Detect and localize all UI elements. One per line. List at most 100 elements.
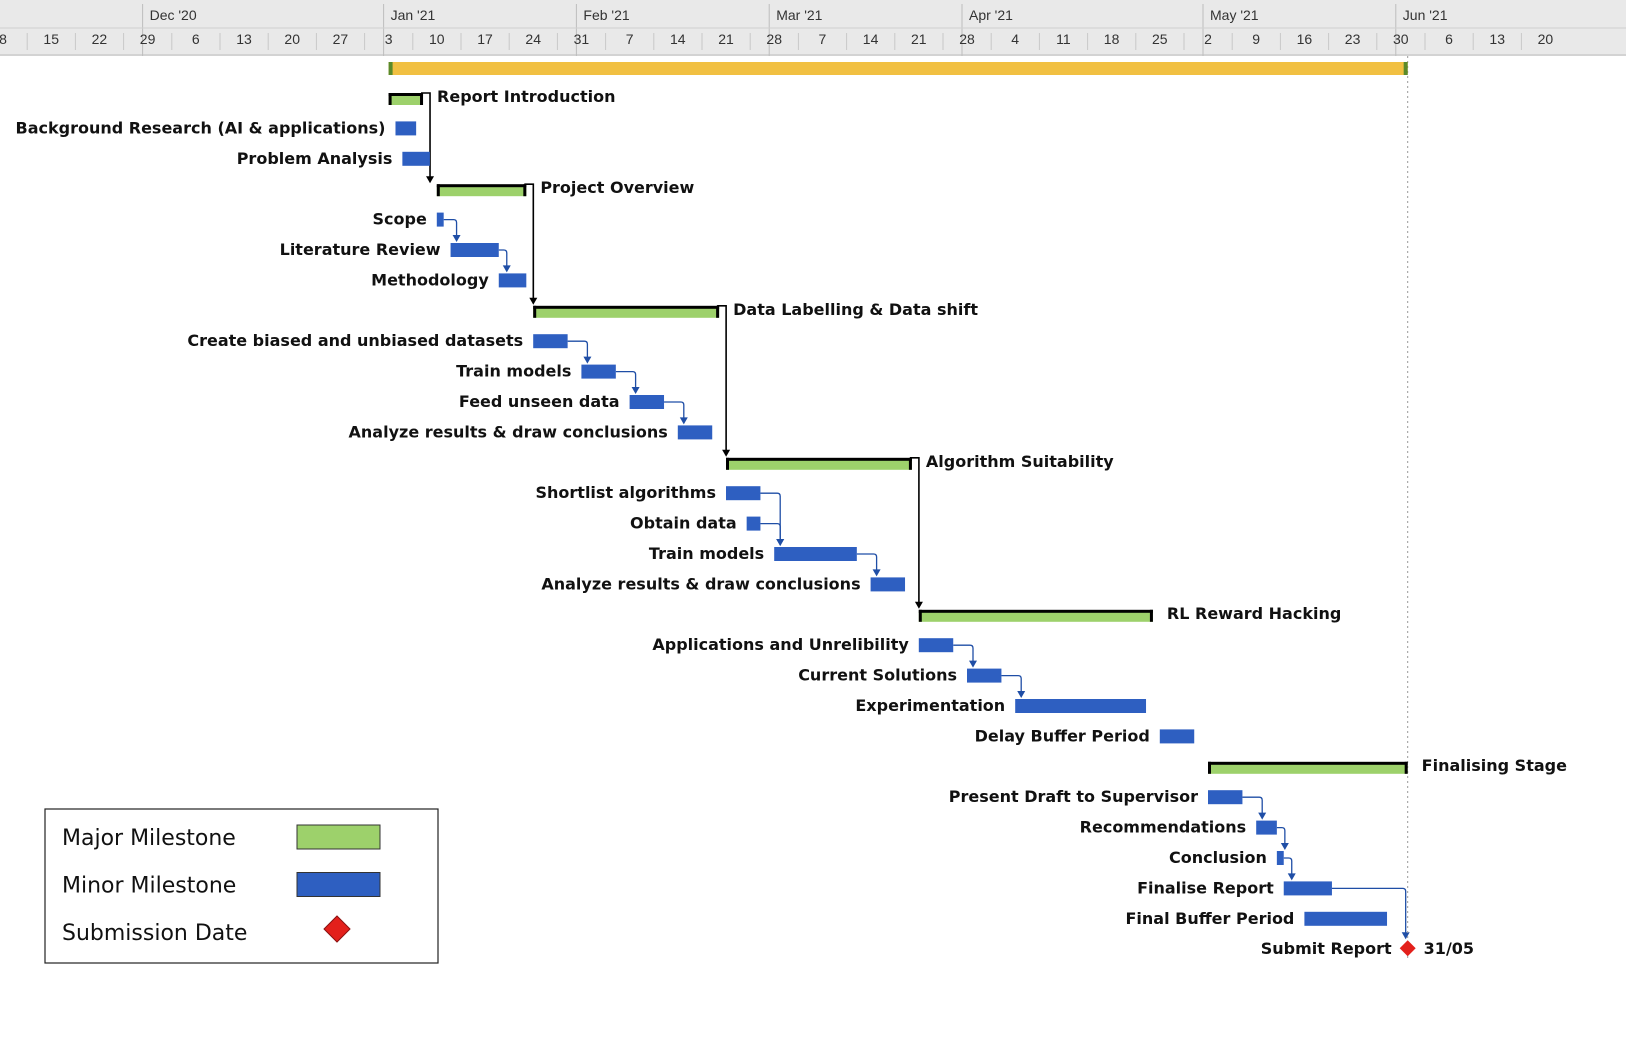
- summary-bracket-left: [918, 609, 922, 622]
- week-label: 16: [1297, 31, 1313, 47]
- project-summary-bar: [388, 62, 1408, 75]
- week-label: 13: [1489, 31, 1505, 47]
- dependency-link: [664, 401, 685, 419]
- dependency-arrowhead: [583, 356, 592, 364]
- summary-bracket-right: [523, 184, 527, 197]
- month-label: Dec '20: [150, 7, 197, 23]
- dependency-arrowhead: [452, 235, 461, 242]
- task-label: Literature Review: [280, 240, 441, 259]
- week-label: 24: [525, 31, 541, 47]
- dependency-link: [1283, 857, 1293, 875]
- month-label: May '21: [1210, 7, 1259, 23]
- legend-swatch-minor: [296, 872, 381, 897]
- week-label: 11: [1056, 31, 1071, 47]
- minor-milestone-bar: [918, 638, 954, 653]
- week-label: 15: [43, 31, 59, 47]
- week-label: 17: [477, 31, 493, 47]
- task-label: Conclusion: [1169, 848, 1267, 867]
- summary-bracket-right: [1404, 761, 1408, 774]
- dependency-arrowhead: [502, 265, 511, 273]
- minor-milestone-bar: [402, 151, 430, 166]
- major-milestone-bar: [1208, 763, 1408, 774]
- dependency-link: [421, 92, 431, 178]
- week-label: 30: [1393, 31, 1409, 47]
- dependency-arrowhead: [776, 539, 785, 546]
- task-label: Final Buffer Period: [1125, 909, 1294, 928]
- task-label: Delay Buffer Period: [975, 726, 1150, 745]
- milestone-diamond: [1399, 940, 1416, 957]
- task-label: Feed unseen data: [459, 392, 620, 411]
- minor-milestone-bar: [677, 425, 713, 440]
- week-label: 27: [333, 31, 349, 47]
- dependency-link: [1331, 887, 1407, 934]
- summary-bracket-top: [918, 609, 1153, 613]
- minor-milestone-bar: [498, 273, 527, 288]
- major-milestone-bar: [388, 95, 424, 105]
- minor-milestone-bar: [436, 212, 444, 227]
- week-label: 22: [92, 31, 108, 47]
- task-label: Finalise Report: [1137, 878, 1274, 897]
- minor-milestone-bar: [1283, 881, 1332, 896]
- summary-bracket-right: [908, 457, 912, 470]
- task-label: Scope: [372, 210, 426, 229]
- week-label: 20: [284, 31, 300, 47]
- week-label: 25: [1152, 31, 1168, 47]
- major-milestone-bar: [533, 307, 720, 318]
- dependency-arrowhead: [1287, 873, 1296, 881]
- major-milestone-bar: [726, 459, 912, 470]
- summary-bracket-top: [1208, 761, 1408, 765]
- week-label: 6: [1445, 31, 1453, 47]
- task-label: Train models: [649, 544, 764, 563]
- legend-swatch-major: [296, 824, 381, 850]
- task-label: Analyze results & draw conclusions: [349, 422, 668, 441]
- legend-label: Minor Milestone: [62, 874, 236, 899]
- project-summary-start-marker: [388, 62, 393, 75]
- dependency-link: [856, 553, 878, 571]
- legend-swatch-submission: [323, 915, 351, 943]
- summary-bracket-right: [1149, 609, 1153, 622]
- task-label: RL Reward Hacking: [1167, 604, 1341, 623]
- minor-milestone-bar: [774, 547, 857, 561]
- week-label: 4: [1011, 31, 1019, 47]
- dependency-link: [567, 340, 589, 358]
- month-label: Apr '21: [969, 7, 1013, 23]
- task-label: Experimentation: [855, 696, 1005, 715]
- task-label: Algorithm Suitability: [926, 452, 1114, 471]
- minor-milestone-bar: [533, 334, 568, 349]
- dependency-link: [717, 305, 727, 451]
- task-label: Report Introduction: [437, 87, 615, 106]
- task-label: Project Overview: [540, 178, 694, 197]
- dependency-arrowhead: [1401, 932, 1410, 940]
- summary-bracket-top: [533, 305, 720, 309]
- week-label: 6: [192, 31, 200, 47]
- week-label: 7: [819, 31, 827, 47]
- task-label: Recommendations: [1080, 818, 1247, 837]
- task-label: Methodology: [371, 270, 489, 289]
- task-label: Finalising Stage: [1422, 756, 1567, 775]
- summary-bracket-left: [388, 93, 392, 105]
- minor-milestone-bar: [1015, 699, 1147, 713]
- dependency-arrowhead: [529, 297, 538, 305]
- summary-bracket-top: [726, 457, 912, 461]
- legend-label: Submission Date: [62, 921, 247, 946]
- week-label: 7: [626, 31, 634, 47]
- minor-milestone-bar: [967, 668, 1002, 683]
- task-label: Problem Analysis: [237, 149, 393, 168]
- task-label: Applications and Unrelibility: [652, 635, 909, 654]
- project-summary-end-marker: [1403, 62, 1408, 75]
- week-label: 28: [766, 31, 782, 47]
- task-label: Background Research (AI & applications): [16, 118, 386, 137]
- dependency-link: [1001, 674, 1022, 692]
- dependency-link: [760, 492, 781, 540]
- week-label: 8: [0, 31, 7, 47]
- week-label: 9: [1252, 31, 1260, 47]
- week-label: 28: [959, 31, 975, 47]
- month-label: Jun '21: [1403, 7, 1448, 23]
- task-label: Submit Report: [1261, 939, 1392, 958]
- major-milestone-bar: [918, 611, 1153, 622]
- week-label: 10: [429, 31, 445, 47]
- week-label: 21: [911, 31, 927, 47]
- dependency-arrowhead: [914, 601, 923, 609]
- task-label: Train models: [456, 362, 571, 381]
